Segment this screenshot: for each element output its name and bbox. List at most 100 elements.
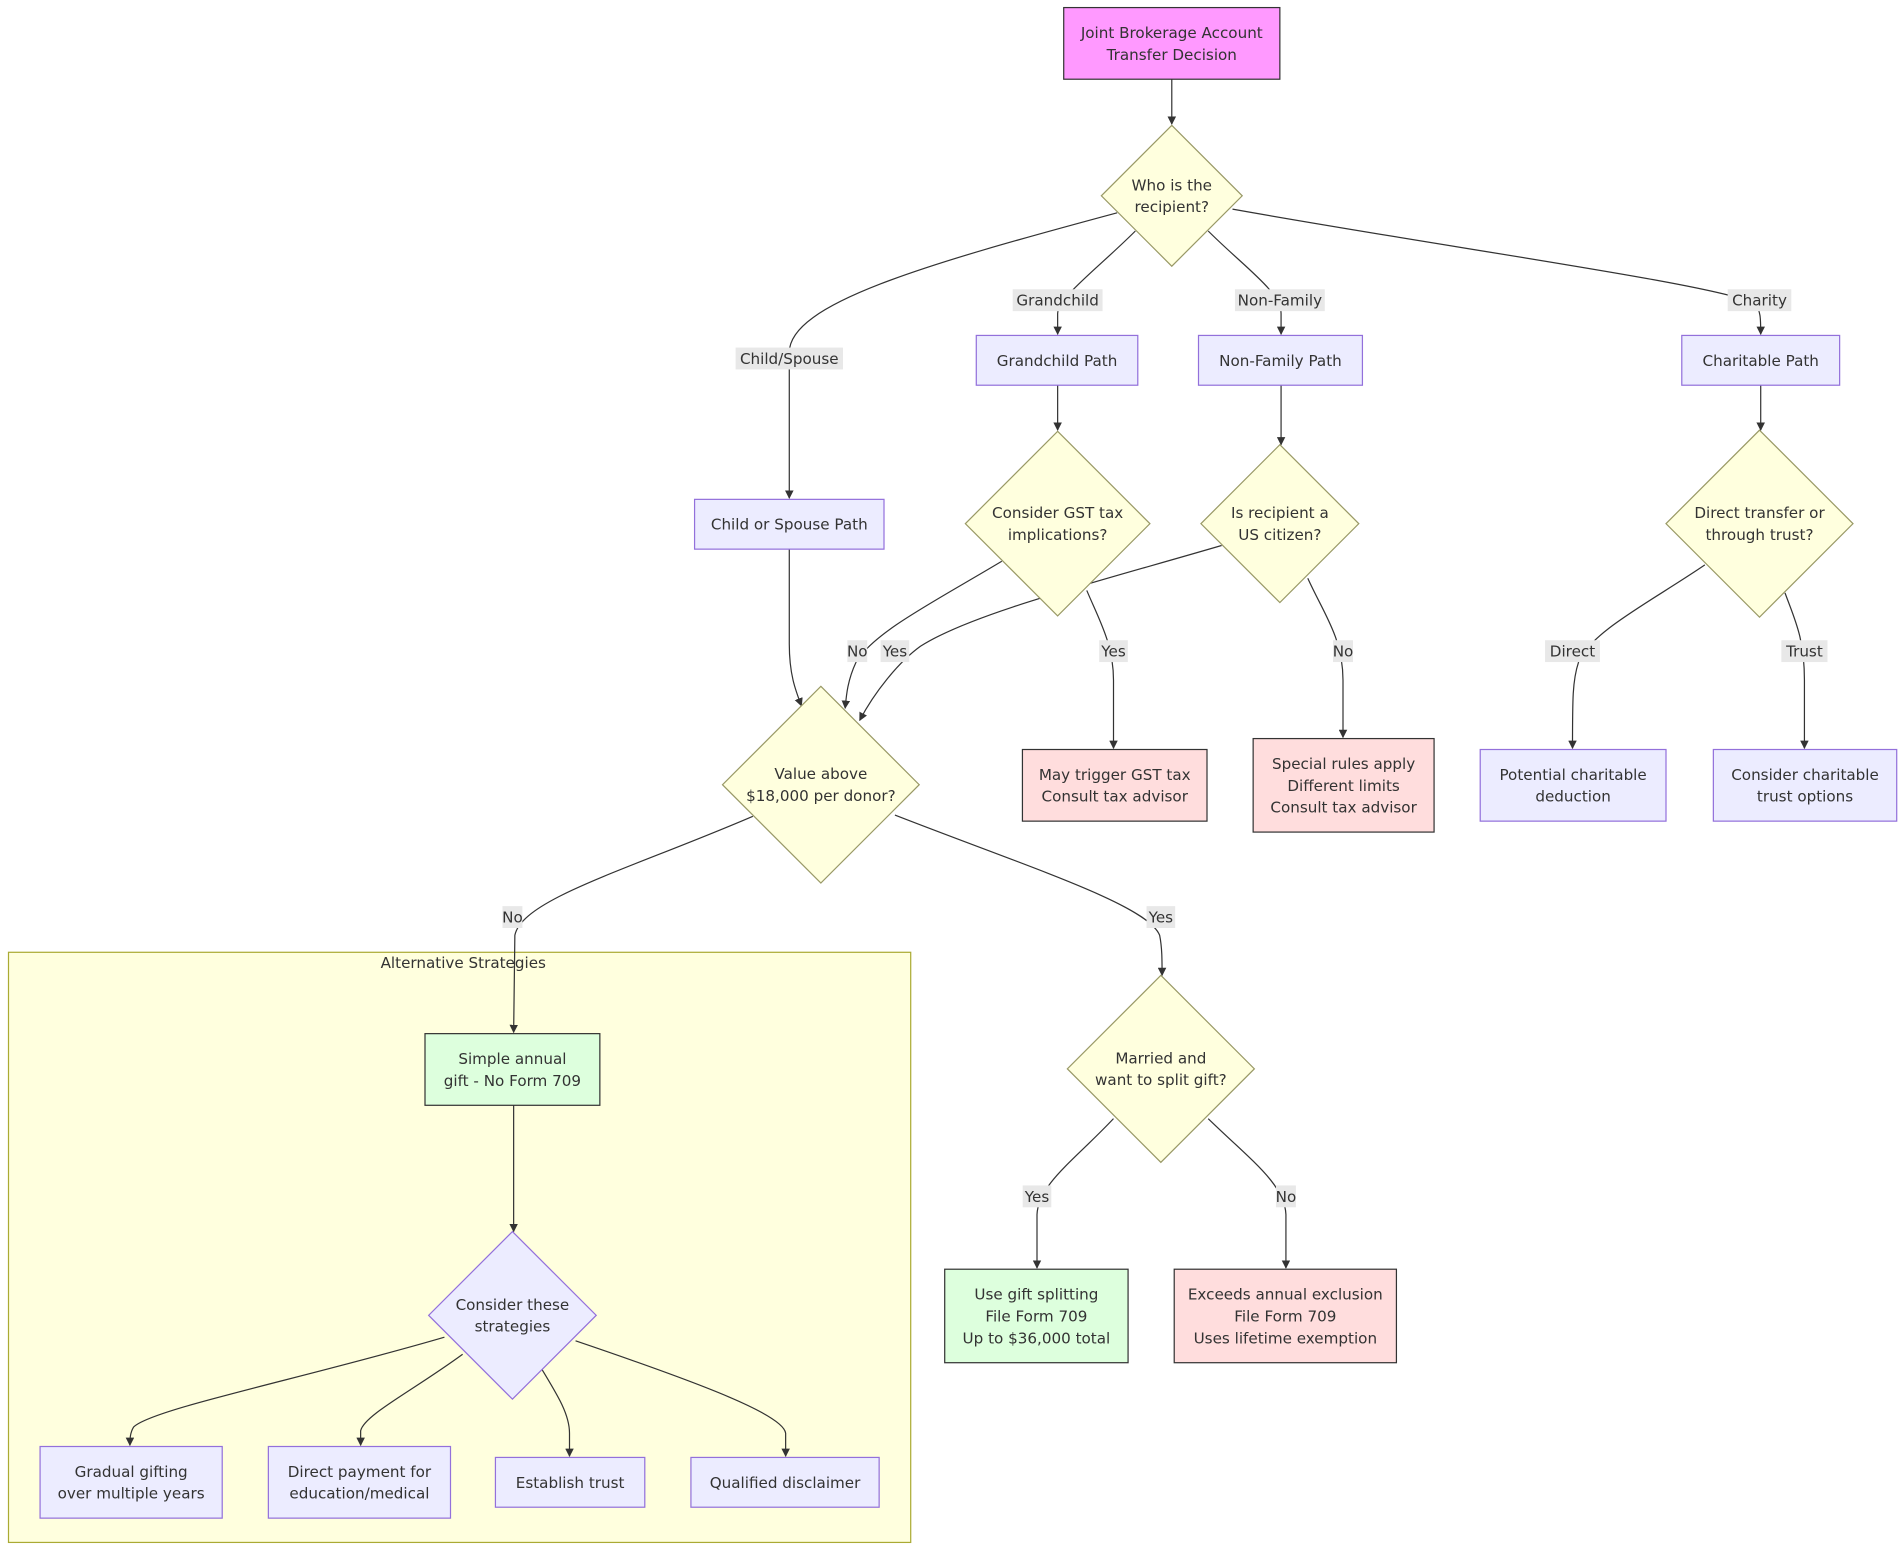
edge-label-background <box>502 906 523 928</box>
edge-label-background <box>1146 906 1176 928</box>
edge-label-background <box>1545 640 1600 663</box>
node-label-line: Consider GST tax <box>992 504 1123 522</box>
node-nonfam[interactable]: Non-Family Path <box>1197 334 1364 386</box>
node-simple[interactable]: Simple annual gift - No Form 709 <box>424 1033 601 1106</box>
edge-who-to-nonfam <box>1207 230 1286 336</box>
edge-label-background <box>735 347 843 370</box>
edge-label: Trust <box>1781 640 1828 663</box>
edge-label-text: No <box>1333 643 1354 661</box>
edge-label-text: No <box>847 643 868 661</box>
edge-who-to-grand <box>1053 230 1136 336</box>
node-label-line: Transfer Decision <box>1106 46 1237 64</box>
node-box <box>1021 748 1208 822</box>
edge-label: Direct <box>1545 640 1600 663</box>
decision-diamond <box>1665 429 1854 619</box>
edge-label-background <box>1275 1185 1296 1208</box>
edge-label-text: No <box>502 909 523 927</box>
edge-label-background <box>1099 640 1128 663</box>
node-label-line: Up to $36,000 total <box>963 1329 1111 1347</box>
edge-label-background <box>1781 640 1828 663</box>
node-label-line: implications? <box>1008 526 1108 544</box>
node-label-line: want to split gift? <box>1095 1071 1227 1089</box>
node-label-line: Gradual gifting <box>75 1463 188 1481</box>
node-box <box>1197 334 1364 386</box>
node-label-line: gift - No Form 709 <box>444 1072 581 1090</box>
node-charity[interactable]: Charitable Path <box>1681 334 1841 386</box>
node-label-line: File Form 709 <box>985 1307 1087 1325</box>
node-label-line: Exceeds annual exclusion <box>1188 1286 1383 1304</box>
node-label-line: Establish trust <box>516 1474 625 1492</box>
node-label-line: Non-Family Path <box>1219 352 1342 370</box>
node-citizen[interactable]: Is recipient aUS citizen? <box>1200 443 1360 604</box>
node-box <box>1063 6 1281 80</box>
edge-label: No <box>502 906 523 928</box>
node-child[interactable]: Child or Spouse Path <box>693 498 885 550</box>
node-label-line: through trust? <box>1705 526 1813 544</box>
node-label-line: Special rules apply <box>1272 755 1415 773</box>
edge-strategies-to-payment <box>356 1353 464 1447</box>
node-box <box>1173 1268 1398 1364</box>
node-grand[interactable]: Grandchild Path <box>975 334 1139 386</box>
node-label-line: recipient? <box>1135 198 1210 216</box>
edge-label-text: Yes <box>1100 643 1126 661</box>
node-box <box>693 498 885 550</box>
node-label-line: Qualified disclaimer <box>710 1474 861 1492</box>
node-direct[interactable]: Direct transfer or through trust? <box>1665 429 1854 619</box>
node-label-line: Consult tax advisor <box>1041 788 1188 806</box>
node-box <box>494 1456 646 1508</box>
edge-label-text: Trust <box>1785 643 1823 661</box>
edge-label-background <box>880 640 910 663</box>
node-label-line: Direct payment for <box>288 1463 432 1481</box>
edge-citizen-to-value <box>859 544 1222 722</box>
node-label-line: Consult tax advisor <box>1270 799 1417 817</box>
node-box <box>1681 334 1841 386</box>
node-box <box>944 1268 1129 1364</box>
edge-strategies-to-disclaimer <box>575 1340 790 1458</box>
node-gst[interactable]: Consider GST tax implications? <box>964 430 1151 617</box>
node-trust[interactable]: Establish trust <box>494 1456 646 1508</box>
node-value[interactable]: Value above$18,000 per donor? <box>721 685 921 884</box>
node-box <box>975 334 1139 386</box>
edge-label-text: No <box>1276 1188 1297 1206</box>
edge-label-background <box>847 640 868 663</box>
decision-diamond <box>427 1230 598 1401</box>
edge-label: No <box>847 640 868 663</box>
node-label-line: Simple annual <box>458 1050 566 1068</box>
node-label-line: Child or Spouse Path <box>711 516 868 534</box>
edge-strategies-to-trust <box>541 1368 574 1458</box>
node-box <box>1252 737 1435 833</box>
edge-label-text: Direct <box>1550 643 1595 661</box>
node-box <box>424 1033 601 1106</box>
edge-label: Yes <box>1099 640 1128 663</box>
node-label-line: Direct transfer or <box>1694 504 1825 522</box>
edge-child-to-value <box>788 549 803 707</box>
node-box <box>1479 748 1667 822</box>
node-label-line: strategies <box>475 1318 551 1336</box>
decision-diamond <box>1066 974 1256 1164</box>
edge-label-background <box>1022 1185 1052 1208</box>
edge-label: Child/Spouse <box>735 347 843 370</box>
node-disclaimer[interactable]: Qualified disclaimer <box>690 1456 880 1508</box>
edge-label-text: Yes <box>1024 1188 1050 1206</box>
edge-gst-to-value <box>841 560 1003 710</box>
edge-label-text: Child/Spouse <box>740 350 839 368</box>
edge-label: No <box>1333 640 1354 663</box>
edge-label-background <box>1012 289 1103 312</box>
edge-label-text: Yes <box>1148 909 1174 927</box>
edge-label: Grandchild <box>1012 289 1103 312</box>
edge-label: Non-Family <box>1234 289 1325 312</box>
edge-value-to-married <box>894 814 1167 977</box>
